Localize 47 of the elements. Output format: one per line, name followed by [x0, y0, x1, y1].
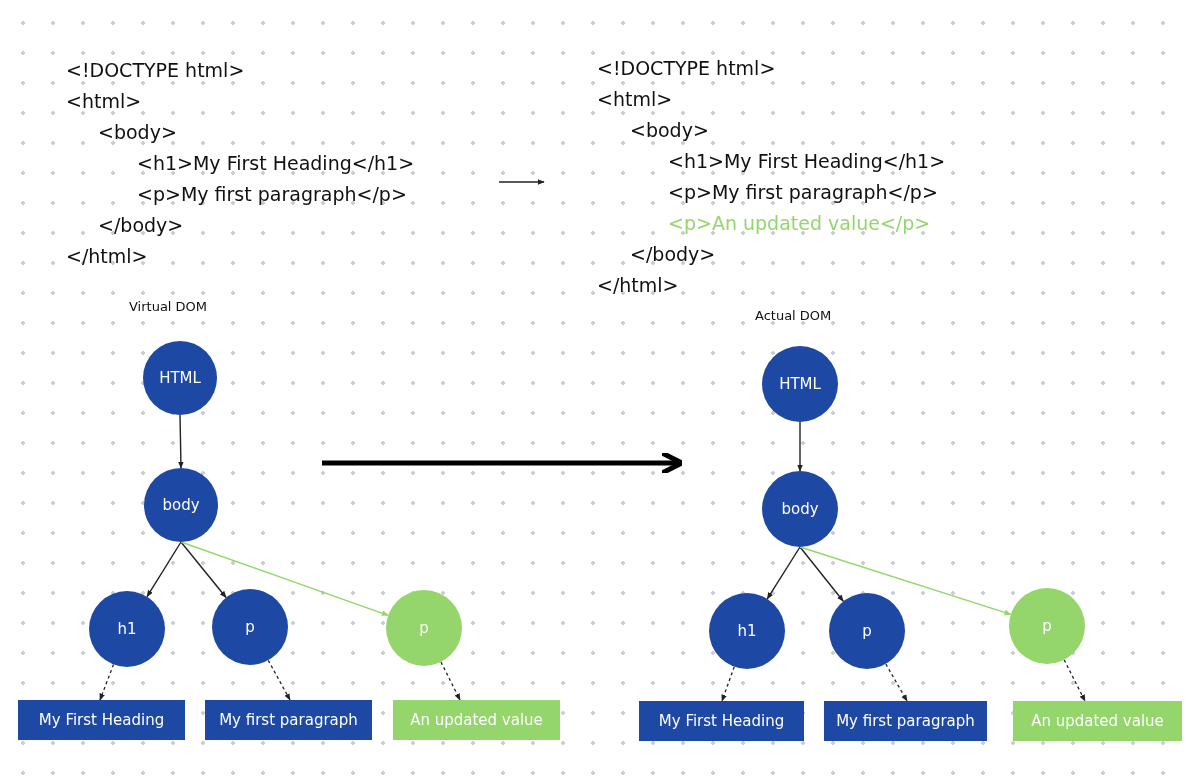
arrow: [797, 421, 803, 472]
arrow: [885, 663, 908, 702]
code-line: <body>: [630, 118, 709, 142]
tree-node-circle: h1: [709, 593, 785, 669]
code-line: </html>: [597, 273, 679, 297]
content-box: My first paragraph: [205, 700, 372, 740]
arrow: [766, 546, 801, 600]
arrow: [180, 541, 389, 617]
tree-title: Virtual DOM: [129, 299, 208, 314]
code-line: </body>: [98, 213, 184, 237]
code-line: </html>: [66, 244, 148, 268]
tree-node-circle: body: [144, 468, 218, 542]
code-line: <!DOCTYPE html>: [66, 58, 245, 82]
content-box: My first paragraph: [824, 701, 987, 741]
code-line: <html>: [597, 87, 673, 111]
code-line: <h1>My First Heading</h1>: [668, 149, 946, 173]
code-line: <p>An updated value</p>: [668, 211, 931, 235]
tree-node-circle: p: [1009, 588, 1085, 664]
tree-node-circle: p: [829, 593, 905, 669]
tree-node-circle: p: [386, 590, 462, 666]
tree-node-circle: h1: [89, 591, 165, 667]
arrow: [799, 546, 1012, 616]
arrow: [1063, 659, 1086, 702]
arrow: [178, 414, 184, 469]
code-line: <h1>My First Heading</h1>: [137, 151, 415, 175]
code-line: <!DOCTYPE html>: [597, 56, 776, 80]
content-box: An updated value: [1013, 701, 1182, 741]
content-box: My First Heading: [639, 701, 804, 741]
arrow: [721, 666, 735, 702]
arrow: [267, 659, 291, 701]
content-box: My First Heading: [18, 700, 185, 740]
code-line: </body>: [630, 242, 716, 266]
tree-node-circle: body: [762, 471, 838, 547]
code-line: <body>: [98, 120, 177, 144]
content-box: An updated value: [393, 700, 560, 740]
code-line: <html>: [66, 89, 142, 113]
arrow: [146, 541, 182, 598]
code-line: <p>My first paragraph</p>: [668, 180, 938, 204]
tree-title: Actual DOM: [755, 308, 832, 323]
tree-node-circle: HTML: [143, 341, 217, 415]
arrow: [799, 546, 844, 602]
tree-node-circle: HTML: [762, 346, 838, 422]
arrow: [440, 661, 461, 701]
arrow: [180, 541, 227, 599]
code-line: <p>My first paragraph</p>: [137, 182, 407, 206]
arrow: [99, 663, 115, 701]
tree-node-circle: p: [212, 589, 288, 665]
